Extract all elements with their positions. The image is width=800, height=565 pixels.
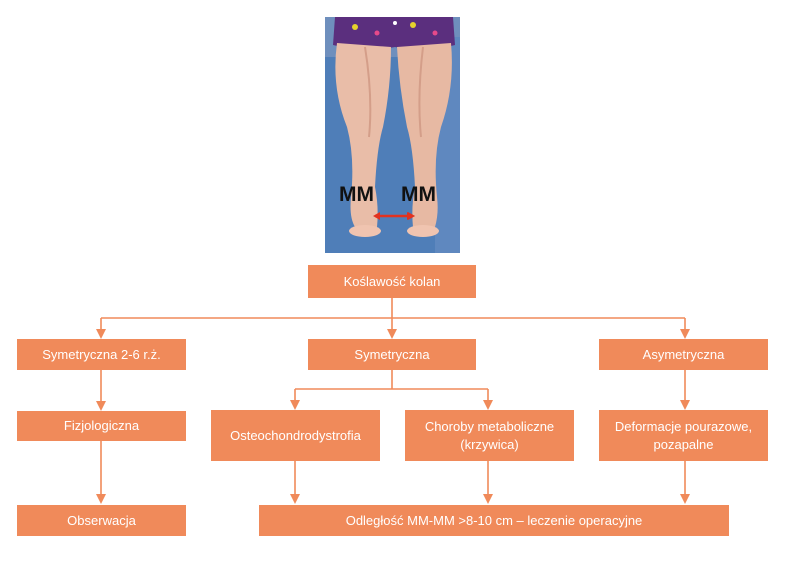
node-post-traumatic-label-line2: pozapalne <box>653 436 714 452</box>
node-surgery-label: Odległość MM-MM >8-10 cm – leczenie oper… <box>345 512 643 528</box>
node-symmetric-age: Symetryczna 2-6 r.ż. <box>17 339 186 370</box>
node-asymmetric: Asymetryczna <box>599 339 768 370</box>
node-root-label: Koślawość kolan <box>343 273 441 289</box>
node-metabolic-label-line2: (krzywica) <box>460 436 519 452</box>
legs-photo: MM MM <box>325 17 460 253</box>
node-surgery: Odległość MM-MM >8-10 cm – leczenie oper… <box>259 505 729 536</box>
mm-label-left: MM <box>339 183 374 206</box>
node-root: Koślawość kolan <box>308 265 476 298</box>
node-physiological-label: Fizjologiczna <box>63 418 140 434</box>
node-metabolic-label-line1: Choroby metaboliczne <box>424 418 555 434</box>
legs-illustration <box>325 17 460 253</box>
node-physiological: Fizjologiczna <box>17 411 186 441</box>
node-osteochondrodystrophy: Osteochondrodystrofia <box>211 410 380 461</box>
node-post-traumatic: Deformacje pourazowe, pozapalne <box>599 410 768 461</box>
mm-label-right: MM <box>401 183 436 206</box>
node-osteochondrodystrophy-label: Osteochondrodystrofia <box>230 427 361 443</box>
node-symmetric-age-label: Symetryczna 2-6 r.ż. <box>42 346 161 362</box>
node-observation-label: Obserwacja <box>67 512 136 528</box>
node-symmetric-label: Symetryczna <box>354 346 430 362</box>
node-asymmetric-label: Asymetryczna <box>642 346 725 362</box>
node-post-traumatic-label-line1: Deformacje pourazowe, <box>614 418 753 434</box>
node-metabolic: Choroby metaboliczne (krzywica) <box>405 410 574 461</box>
node-observation: Obserwacja <box>17 505 186 536</box>
node-symmetric: Symetryczna <box>308 339 476 370</box>
